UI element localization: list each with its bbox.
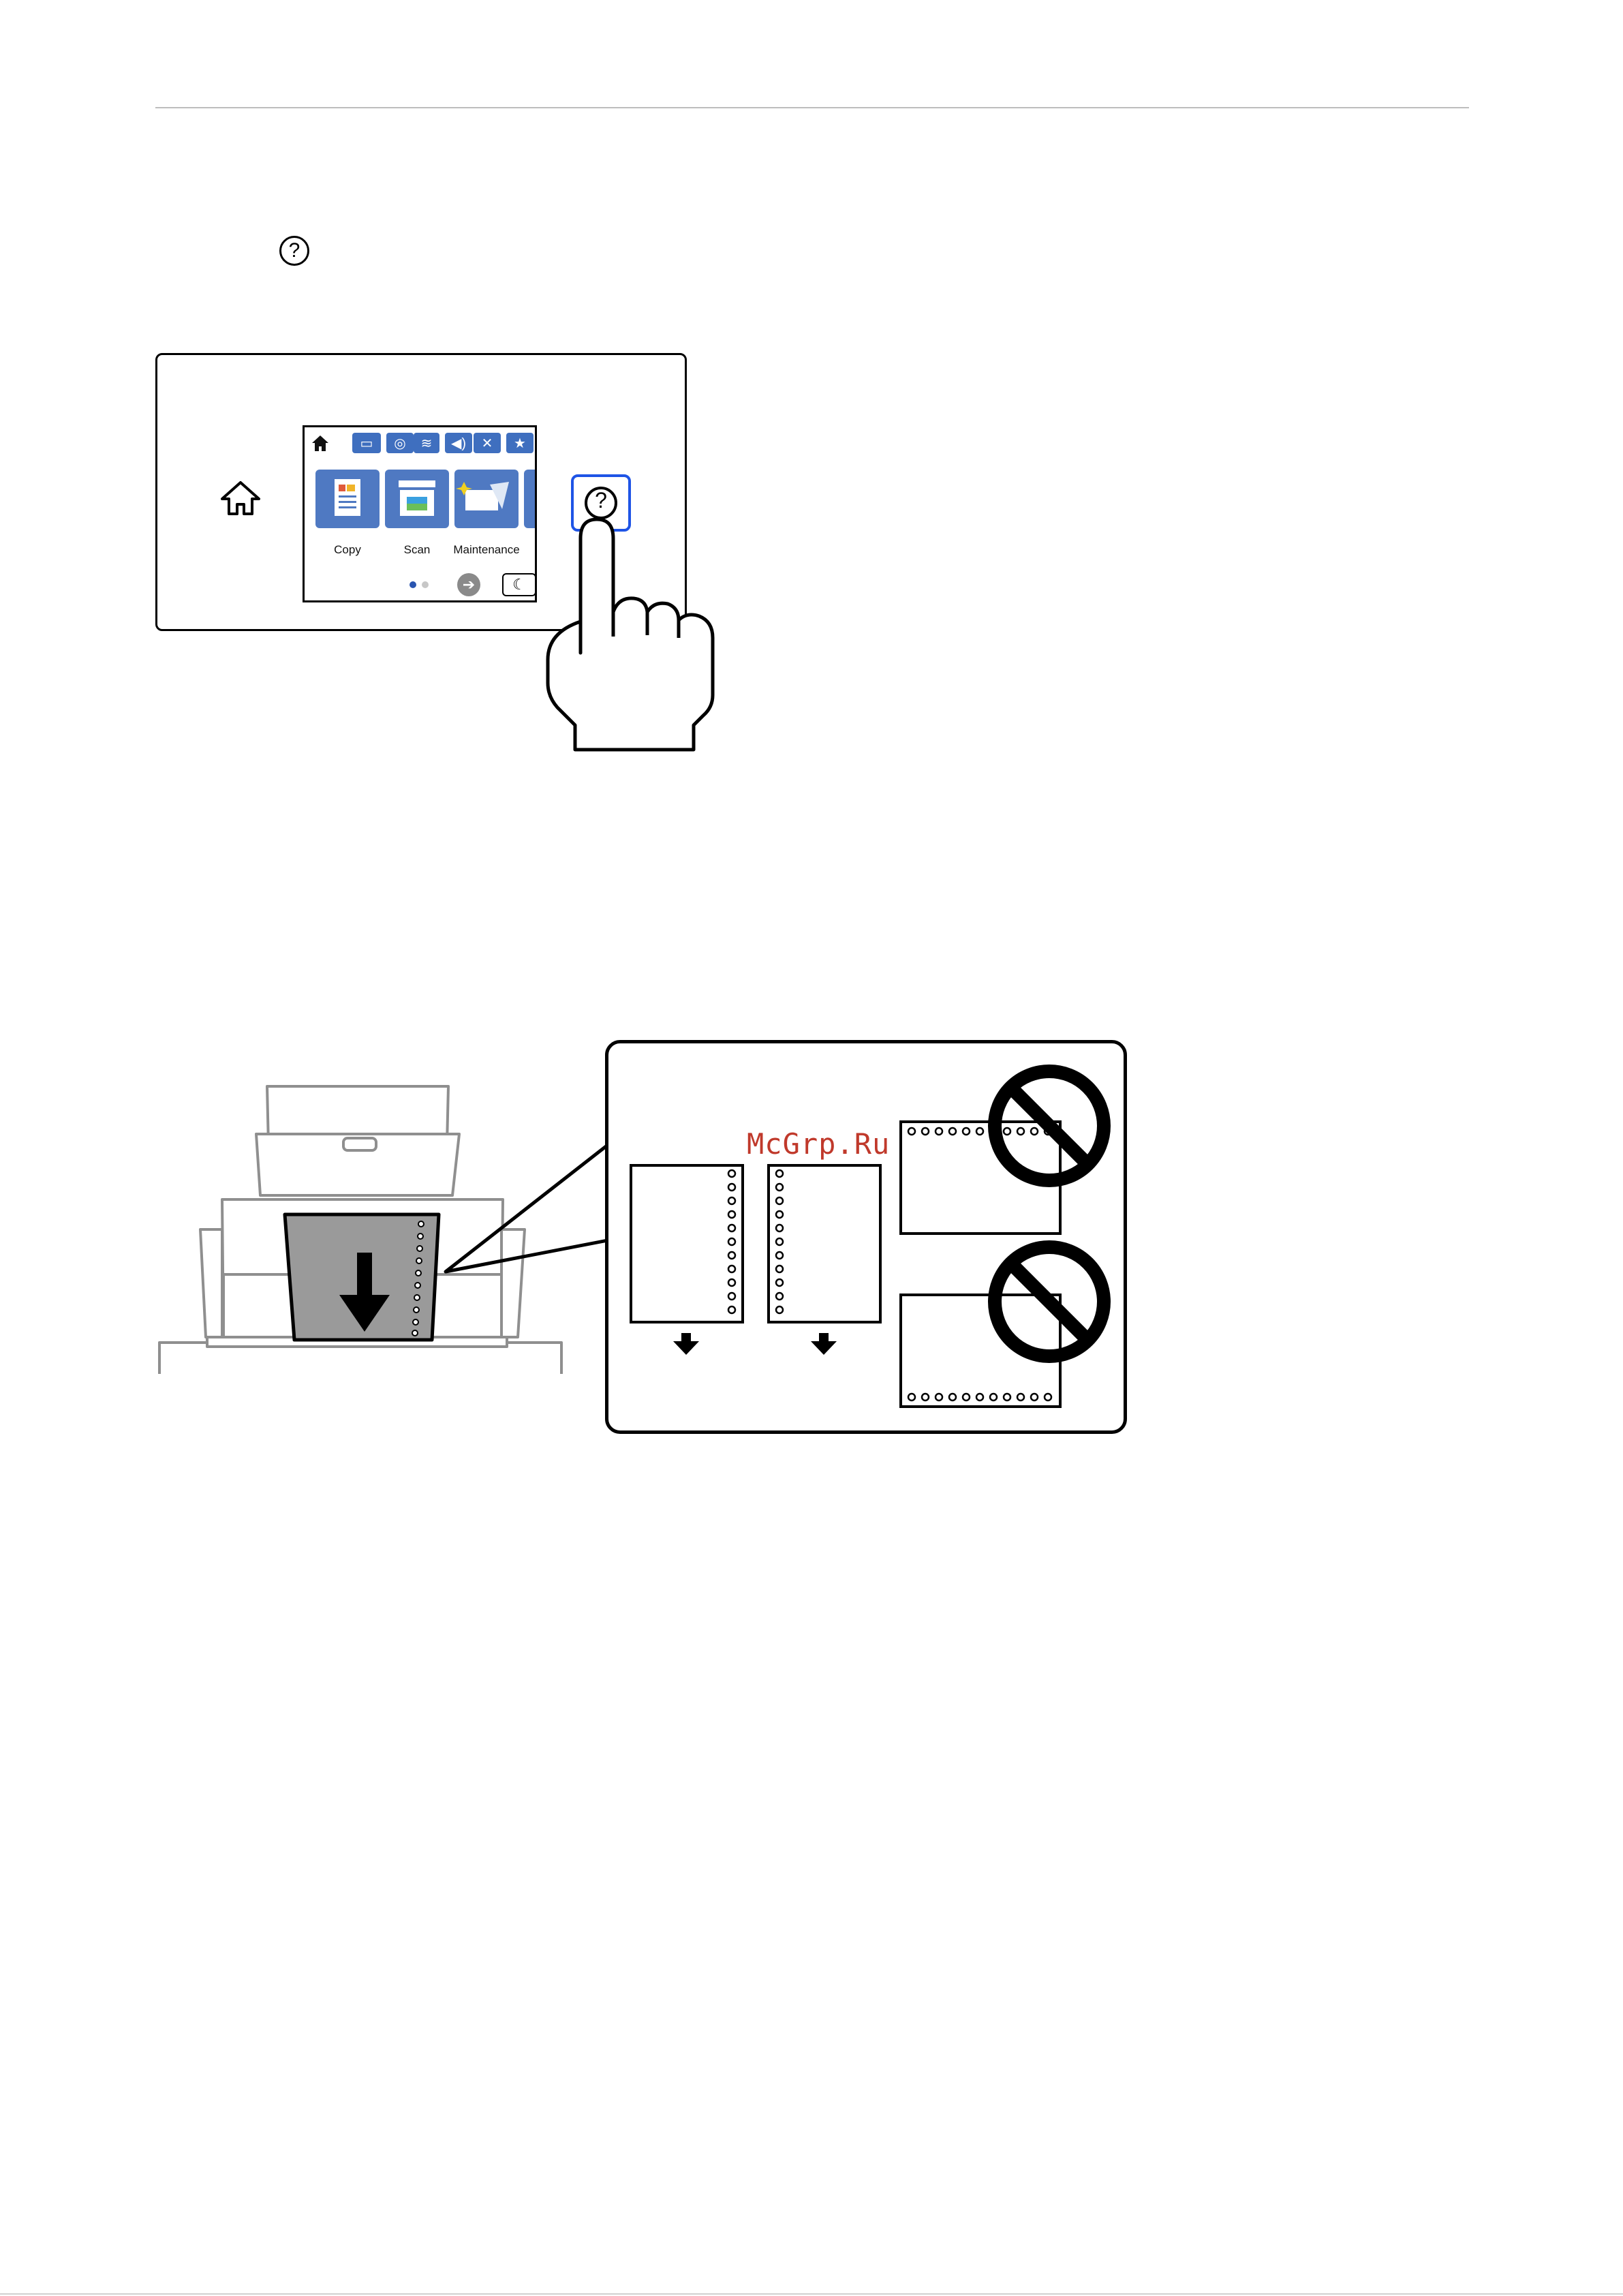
touch-screen: ▭ ◎ ≋ ◀) ✕ ★ Copy Scan Main (303, 425, 537, 602)
scan-label: Scan (380, 543, 454, 557)
pointing-hand-icon (542, 517, 726, 752)
help-icon-glyph: ? (289, 241, 300, 261)
callout-pointer (436, 1138, 613, 1288)
home-button-icon[interactable] (217, 477, 264, 518)
copy-icon (315, 470, 380, 528)
correct-orientation-1 (627, 1159, 749, 1363)
page-dot-active (409, 581, 416, 588)
paper-sheet (281, 1210, 444, 1344)
maintenance-tile[interactable] (454, 470, 519, 528)
footer-rule (0, 2293, 1623, 2295)
header-rule (155, 107, 1469, 108)
network-off-icon[interactable]: ✕ (474, 433, 501, 453)
watermark: McGrp.Ru (747, 1127, 890, 1161)
arrow-right-icon[interactable]: ➔ (457, 573, 480, 596)
maintenance-icon (454, 470, 519, 528)
moon-icon[interactable]: ☾ (502, 573, 536, 596)
copy-label: Copy (310, 543, 385, 557)
volume-icon[interactable]: ◀) (445, 433, 472, 453)
next-tile-peek[interactable] (524, 470, 537, 528)
scan-tile[interactable] (385, 470, 449, 528)
incorrect-orientation-1 (897, 1060, 1115, 1238)
wifi-icon[interactable]: ≋ (414, 433, 439, 453)
printer-icon[interactable]: ▭ (352, 433, 381, 453)
help-icon: ? (279, 236, 309, 266)
home-icon[interactable] (310, 433, 330, 453)
correct-orientation-2 (764, 1159, 887, 1363)
star-icon[interactable]: ★ (506, 433, 534, 453)
incorrect-orientation-2 (897, 1238, 1115, 1415)
copy-tile[interactable] (315, 470, 380, 528)
help-button-glyph: ? (574, 489, 628, 511)
wifi-direct-icon[interactable]: ◎ (386, 433, 414, 453)
page-dot (422, 581, 429, 588)
status-bar: ▭ ◎ ≋ ◀) ✕ ★ (305, 427, 535, 457)
maintenance-label: Maintenance (449, 543, 524, 557)
scan-icon (385, 470, 449, 528)
